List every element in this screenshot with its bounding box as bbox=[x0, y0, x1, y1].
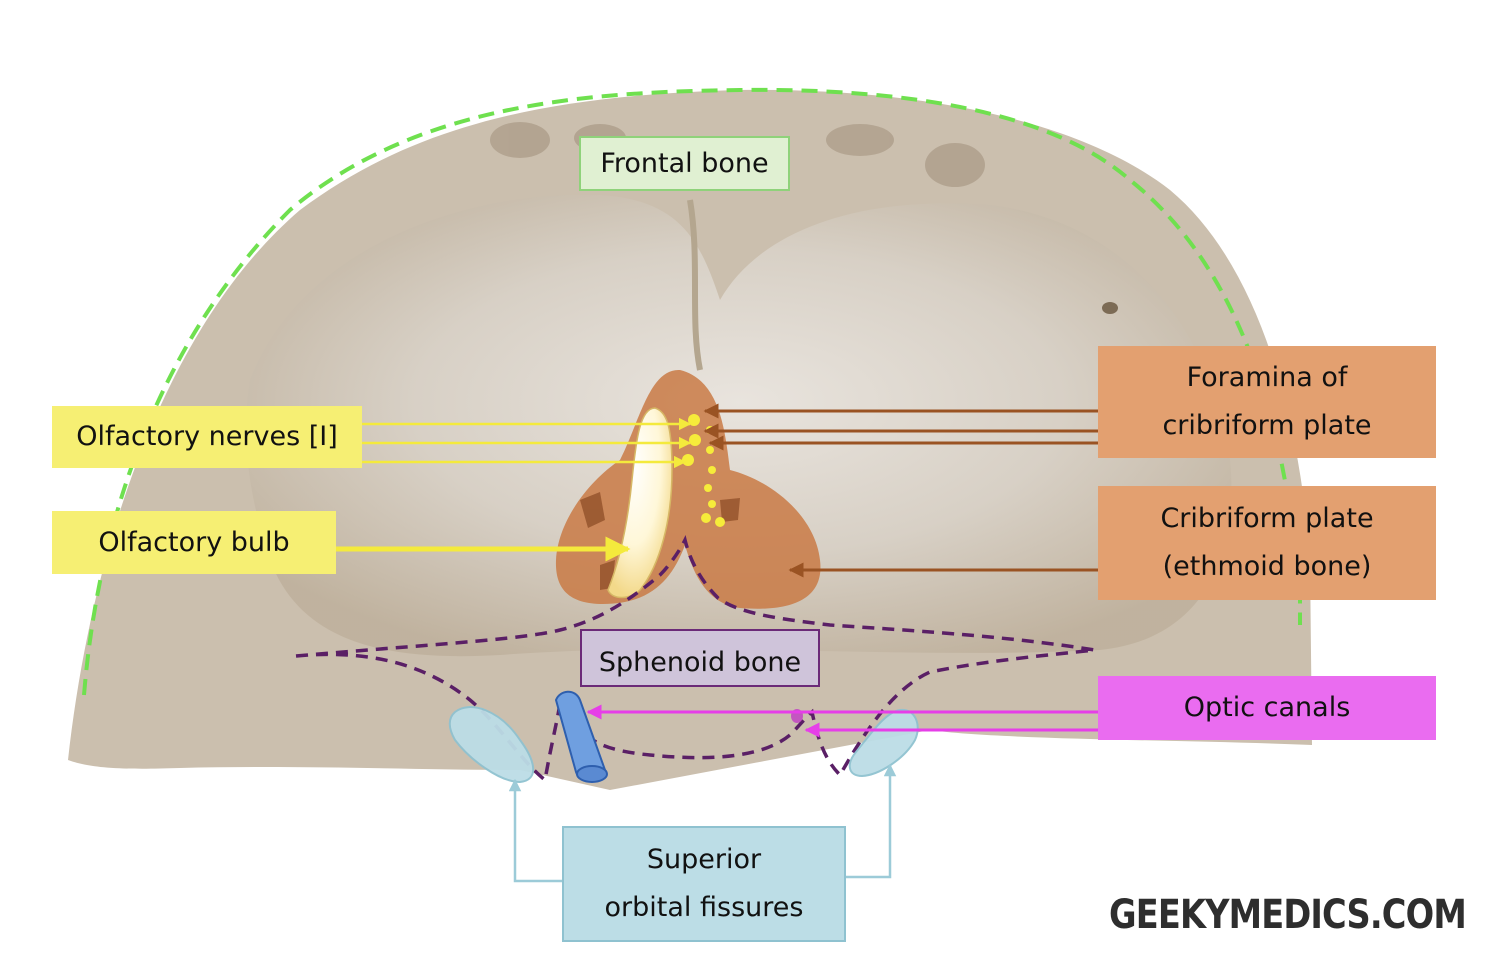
frontal-bone-outline bbox=[82, 87, 1302, 696]
cribriform-spots bbox=[580, 492, 740, 590]
foramina-label: Foramina of cribriform plate bbox=[1098, 346, 1436, 458]
olfactory-nerve-arrows bbox=[362, 417, 692, 469]
optic-canal-left-opening bbox=[576, 765, 608, 783]
olfactory-bulb-label: Olfactory bulb bbox=[52, 511, 336, 574]
anterior-cranial-fossa bbox=[246, 194, 1232, 657]
sphenoid-bone-outline bbox=[295, 534, 1096, 784]
sphenoid-bone-label: Sphenoid bone bbox=[580, 629, 820, 687]
fissure-arrow-left bbox=[508, 778, 563, 883]
frontal-bone-label: Frontal bone bbox=[579, 136, 790, 191]
cribriform-plate-label: Cribriform plate (ethmoid bone) bbox=[1098, 486, 1436, 600]
foramina-arrows bbox=[703, 403, 1135, 451]
crista-ridge bbox=[687, 199, 703, 371]
optic-canals-label: Optic canals bbox=[1098, 676, 1436, 740]
olfactory-nerves-label: Olfactory nerves [I] bbox=[52, 406, 362, 468]
superior-orbital-fissures-label: Superior orbital fissures bbox=[562, 826, 846, 942]
small-foramen-right bbox=[1102, 302, 1118, 314]
geekymedics-logo: GEEKYMEDICS.COM bbox=[1109, 892, 1467, 938]
fissure-arrow-right bbox=[845, 763, 897, 879]
